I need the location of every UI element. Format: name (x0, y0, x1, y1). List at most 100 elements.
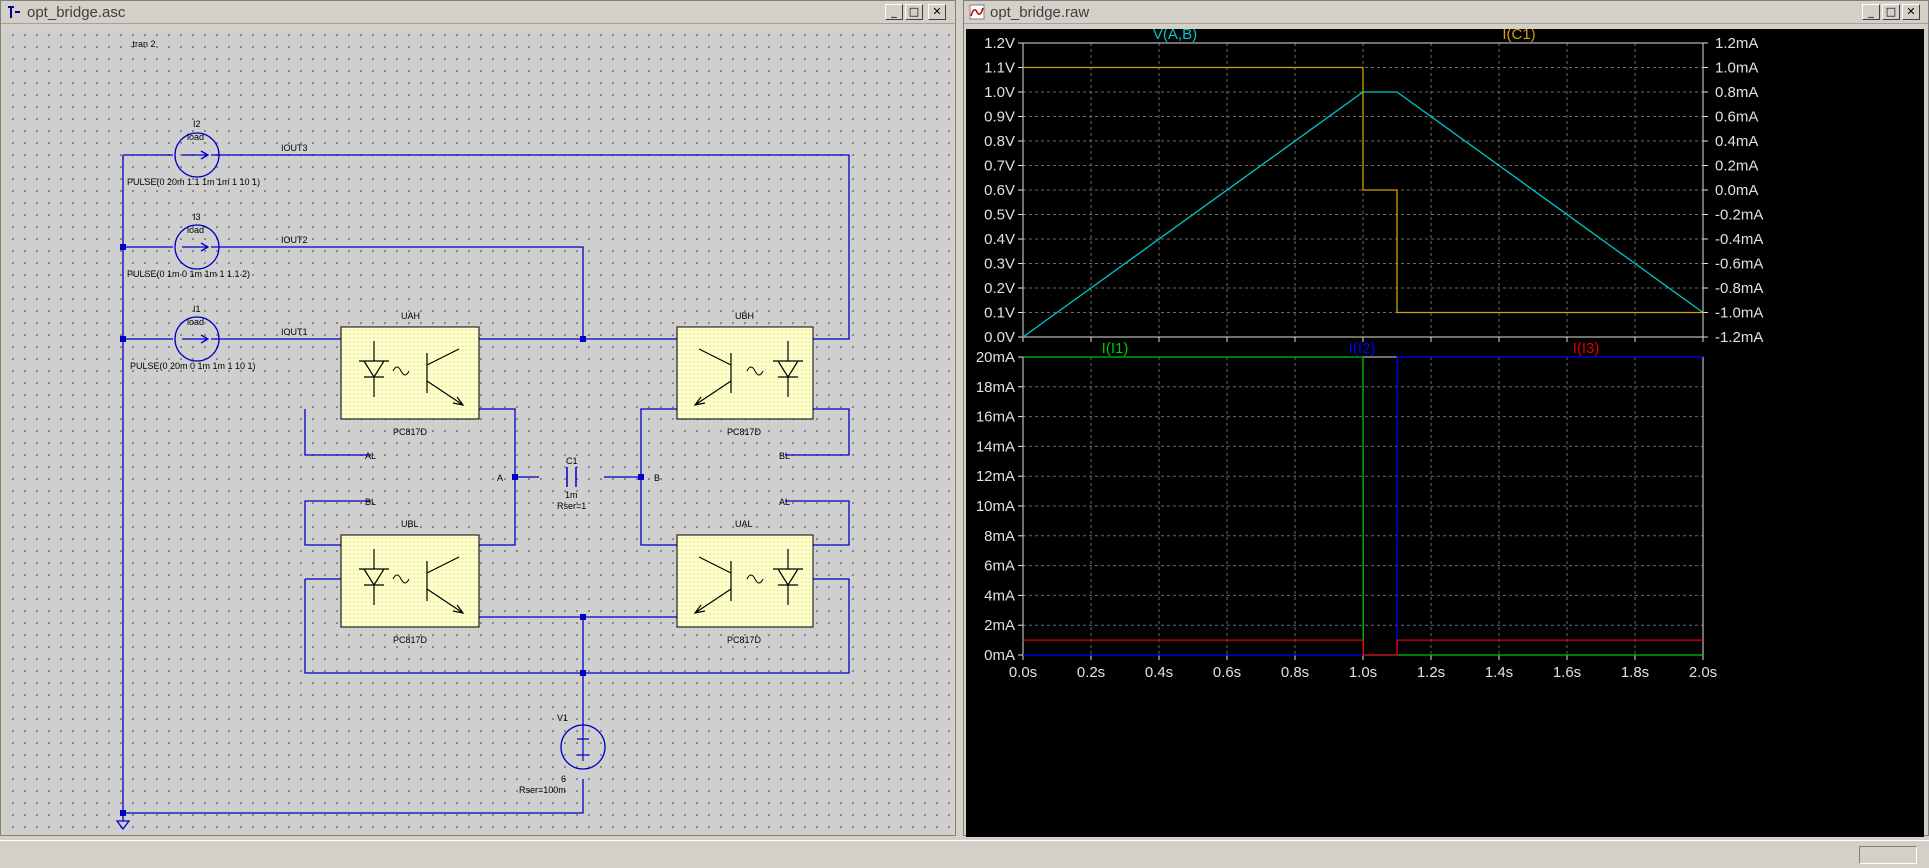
wires (115, 154, 850, 831)
svg-text:PULSE(0 1m 0 1m 1m 1 1.1 2): PULSE(0 1m 0 1m 1m 1 1.1 2) (127, 269, 250, 279)
net-label-al: AL (365, 451, 376, 461)
svg-text:IOUT2: IOUT2 (281, 235, 308, 245)
y-tick-label: 0.1V (984, 305, 1015, 322)
current-source-i1[interactable]: I1 load IOUT1 PULSE(0 20m 0 1m 1m 1 10 1… (130, 304, 308, 371)
net-label-a: A (497, 473, 503, 483)
spice-directive: .tran 2 (130, 39, 156, 49)
x-tick-label: 0.6s (1213, 664, 1241, 681)
y-tick-label: 0.7V (984, 158, 1015, 175)
x-tick-label: 0.4s (1145, 664, 1173, 681)
junctions (120, 244, 644, 816)
waveform-window-title: opt_bridge.raw (990, 4, 1090, 21)
legend-label-v-a-b: V(A,B) (1153, 29, 1197, 43)
x-tick-label: 1.6s (1553, 664, 1581, 681)
svg-text:UBL: UBL (401, 519, 419, 529)
svg-text:UAH: UAH (401, 311, 420, 321)
y2-tick-label: 1.2mA (1715, 35, 1758, 52)
series-line-i-c1 (1023, 66, 1703, 314)
x-tick-label: 0.8s (1281, 664, 1309, 681)
y-tick-label: 20mA (976, 349, 1015, 366)
y-tick-label: 0.6V (984, 182, 1015, 199)
y-tick-label: 14mA (976, 438, 1015, 455)
svg-text:load: load (187, 317, 204, 327)
svg-text:I3: I3 (193, 212, 201, 222)
y-tick-label: 6mA (984, 558, 1015, 575)
svg-text:UBH: UBH (735, 311, 754, 321)
svg-text:6: 6 (561, 774, 566, 784)
y-tick-label: 12mA (976, 468, 1015, 485)
source-currents-pane[interactable]: 20mA18mA16mA14mA12mA10mA8mA6mA4mA2mA0mA0… (976, 340, 1717, 681)
y2-tick-label: -0.4mA (1715, 231, 1763, 248)
y2-tick-label: 0.6mA (1715, 109, 1758, 126)
svg-text:Rser=1: Rser=1 (557, 501, 586, 511)
legend-label-i-i2: I(I2) (1349, 340, 1376, 357)
y-tick-label: 0.9V (984, 109, 1015, 126)
y-tick-label: 10mA (976, 498, 1015, 515)
x-tick-label: 2.0s (1689, 664, 1717, 681)
net-label-bl-lower: BL (365, 497, 376, 507)
y-tick-label: 0.8V (984, 133, 1015, 150)
y-tick-label: 0.4V (984, 231, 1015, 248)
series-line-i-i3 (1023, 639, 1703, 656)
close-button[interactable]: ✕ (928, 4, 946, 20)
svg-text:load: load (187, 225, 204, 235)
optocoupler-uah[interactable]: UAH PC817D (340, 311, 480, 437)
svg-text:Rser=100m: Rser=100m (519, 785, 566, 795)
voltage-current-pane[interactable]: 1.2V1.1V1.0V0.9V0.8V0.7V0.6V0.5V0.4V0.3V… (984, 29, 1763, 346)
y2-tick-label: -0.6mA (1715, 256, 1763, 273)
capacitor-c1[interactable]: C1 1m Rser=1 (557, 456, 586, 511)
legend-label-i-i1: I(I1) (1102, 340, 1129, 357)
svg-text:IOUT1: IOUT1 (281, 327, 308, 337)
y-tick-label: 18mA (976, 379, 1015, 396)
waveform-app-icon (969, 4, 985, 20)
svg-text:PC817D: PC817D (393, 427, 428, 437)
optocoupler-ubl[interactable]: UBL PC817D (340, 519, 480, 645)
y2-tick-label: 1.0mA (1715, 60, 1758, 77)
y2-tick-label: 0.8mA (1715, 84, 1758, 101)
y2-tick-label: 0.2mA (1715, 158, 1758, 175)
x-tick-label: 0.2s (1077, 664, 1105, 681)
waveform-close-button[interactable]: ✕ (1902, 4, 1920, 20)
y2-tick-label: -0.8mA (1715, 280, 1763, 297)
y-tick-label: 0.0V (984, 329, 1015, 346)
optocoupler-ual[interactable]: UAL PC817D (676, 519, 814, 645)
svg-text:UAL: UAL (735, 519, 753, 529)
y2-tick-label: 0.0mA (1715, 182, 1758, 199)
current-source-i3[interactable]: I3 load IOUT2 PULSE(0 1m 0 1m 1m 1 1.1 2… (127, 212, 308, 279)
y-tick-label: 1.1V (984, 60, 1015, 77)
schematic-canvas[interactable]: .tran 2 (7, 29, 951, 833)
svg-text:IOUT3: IOUT3 (281, 143, 308, 153)
waveform-minimize-button[interactable]: _ (1862, 4, 1880, 20)
y-tick-label: 0.2V (984, 280, 1015, 297)
plot-frame (1022, 42, 1704, 338)
optocoupler-ubh[interactable]: UBH PC817D (676, 311, 814, 437)
status-field (1859, 846, 1917, 864)
svg-text:PC817D: PC817D (727, 635, 762, 645)
waveform-titlebar[interactable]: opt_bridge.raw _ □ ✕ (964, 1, 1928, 24)
schematic-titlebar[interactable]: opt_bridge.asc _ □ ✕ (1, 1, 955, 24)
series-line-v-a-b (1022, 91, 1704, 338)
minimize-button[interactable]: _ (885, 4, 903, 20)
schematic-window-title: opt_bridge.asc (27, 4, 126, 21)
svg-text:PC817D: PC817D (393, 635, 428, 645)
x-tick-label: 1.8s (1621, 664, 1649, 681)
current-source-i2[interactable]: I2 load IOUT3 PULSE(0 20m 1.1 1m 1m 1 10… (127, 119, 308, 187)
maximize-button[interactable]: □ (905, 4, 923, 20)
y2-tick-label: -1.0mA (1715, 305, 1763, 322)
x-tick-label: 1.0s (1349, 664, 1377, 681)
waveform-maximize-button[interactable]: □ (1882, 4, 1900, 20)
net-label-b: B (654, 473, 660, 483)
y-tick-label: 0.3V (984, 256, 1015, 273)
svg-text:1m: 1m (565, 490, 578, 500)
svg-text:PC817D: PC817D (727, 427, 762, 437)
y-tick-label: 1.2V (984, 35, 1015, 52)
voltage-source-v1[interactable]: V1 6 Rser=100m (519, 713, 606, 795)
y-tick-label: 4mA (984, 587, 1015, 604)
x-tick-label: 1.4s (1485, 664, 1513, 681)
series-line-i-i2 (1023, 356, 1703, 656)
y2-tick-label: 0.4mA (1715, 133, 1758, 150)
y-tick-label: 0mA (984, 647, 1015, 664)
x-tick-label: 1.2s (1417, 664, 1445, 681)
